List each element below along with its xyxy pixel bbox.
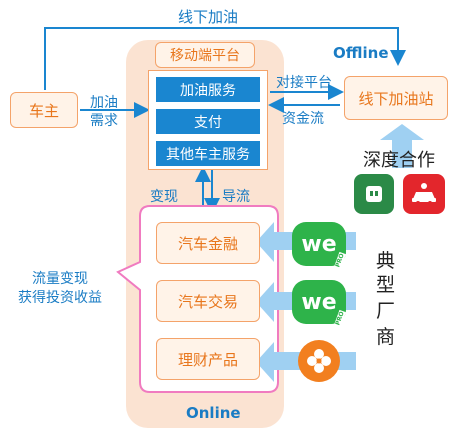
clover-app-icon xyxy=(298,340,340,382)
vendor-char-1: 典 xyxy=(376,250,396,272)
car-app-icon xyxy=(403,174,445,214)
offline-station-node: 线下加油站 xyxy=(344,76,448,120)
vendor-char-2: 型 xyxy=(376,274,396,296)
plug-app-icon xyxy=(354,174,394,214)
demand-label-line1: 加油 xyxy=(90,95,118,111)
funds-label: 资金流 xyxy=(282,111,324,127)
left-note-line2: 获得投资收益 xyxy=(18,290,102,306)
top-flow-arrow xyxy=(44,27,406,90)
deep-coop-label: 深度合作 xyxy=(363,150,435,171)
offline-label: Offline xyxy=(333,44,389,62)
online-item-auto-finance: 汽车金融 xyxy=(156,222,260,264)
online-item-wealth-products: 理财产品 xyxy=(156,338,260,380)
we-text-1: we xyxy=(301,231,337,257)
service-fuel: 加油服务 xyxy=(156,77,260,102)
demand-label-line2: 需求 xyxy=(90,113,118,129)
coop-up-arrow xyxy=(380,124,424,168)
traffic-label: 导流 xyxy=(222,189,250,205)
online-item-auto-trade: 汽车交易 xyxy=(156,280,260,322)
left-note-line1: 流量变现 xyxy=(32,271,88,287)
car-owner-node: 车主 xyxy=(10,92,78,128)
service-other: 其他车主服务 xyxy=(156,141,260,166)
online-label: Online xyxy=(186,404,241,422)
we-app-icon-2: we PRO xyxy=(292,280,346,328)
connect-label: 对接平台 xyxy=(276,75,332,91)
vendor-char-4: 商 xyxy=(376,326,396,348)
top-flow-label: 线下加油 xyxy=(178,8,239,26)
we-app-icon-1: we PRO xyxy=(292,222,346,270)
service-payment: 支付 xyxy=(156,109,260,134)
platform-title: 移动端平台 xyxy=(155,42,255,68)
monetize-label: 变现 xyxy=(150,189,178,205)
we-text-2: we xyxy=(301,289,337,315)
vendor-char-3: 厂 xyxy=(376,300,396,322)
